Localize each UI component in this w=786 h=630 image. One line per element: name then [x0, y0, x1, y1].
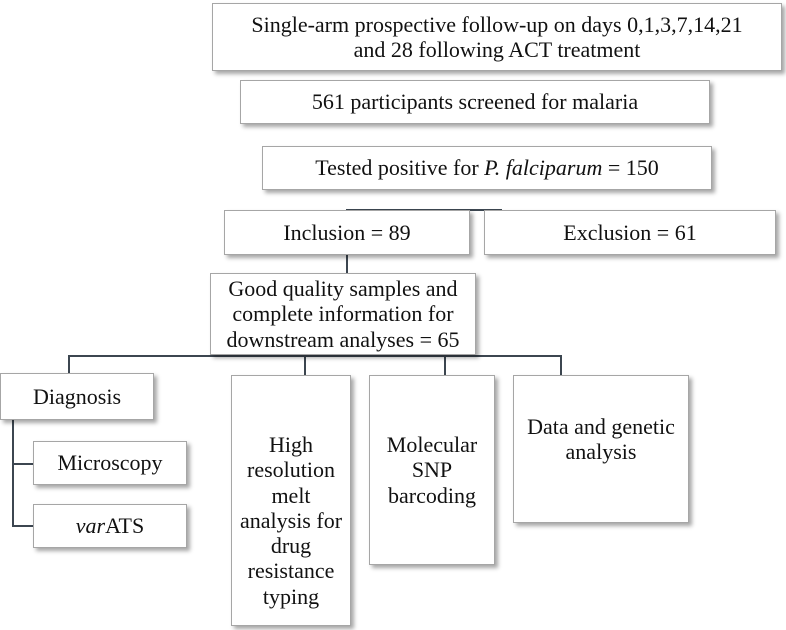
- good-quality-line1: Good quality samples and: [228, 276, 458, 302]
- screened-box: 561 participants screened for malaria: [240, 80, 710, 124]
- data-analysis-box: Data and genetic analysis: [513, 375, 689, 523]
- varats-suffix: ATS: [105, 513, 145, 539]
- exclusion-text: Exclusion = 61: [563, 219, 697, 245]
- connector-branch-data: [560, 355, 562, 375]
- connector-diagnosis-varats: [12, 525, 33, 527]
- varats-prefix: var: [75, 513, 106, 539]
- hrm-line: typing: [262, 583, 320, 609]
- snp-line: Molecular: [386, 432, 478, 457]
- connector-branch-snp: [444, 355, 446, 375]
- good-quality-line3: downstream analyses = 65: [226, 326, 460, 352]
- snp-box: Molecular SNP barcoding: [369, 375, 495, 565]
- hrm-line: analysis for: [239, 507, 343, 533]
- microscopy-box: Microscopy: [33, 441, 187, 485]
- diagnosis-text: Diagnosis: [33, 383, 121, 409]
- snp-line: barcoding: [388, 482, 476, 508]
- tested-positive-suffix: = 150: [602, 155, 659, 181]
- varats-box: varATS: [33, 504, 187, 548]
- connector-inclusion-down: [346, 255, 348, 274]
- good-quality-box: Good quality samples and complete inform…: [210, 273, 476, 355]
- connector-branch-diagnosis: [68, 355, 70, 373]
- hrm-line: melt: [271, 482, 311, 508]
- varats-text: varATS: [76, 513, 144, 538]
- data-analysis-line: analysis: [565, 439, 637, 465]
- hrm-box: High resolution melt analysis for drug r…: [231, 375, 351, 626]
- hrm-line: drug: [270, 533, 312, 559]
- exclusion-box: Exclusion = 61: [484, 210, 776, 255]
- connector-diagnosis-tree: [12, 420, 14, 527]
- tested-positive-species: P. falciparum: [484, 155, 603, 181]
- tested-positive-box: Tested positive for P. falciparum = 150: [262, 146, 712, 190]
- good-quality-line2: complete information for: [232, 301, 454, 327]
- study-design-line1: Single-arm prospective follow-up on days…: [251, 11, 743, 37]
- inclusion-text: Inclusion = 89: [283, 219, 411, 245]
- tested-positive-prefix: Tested positive for: [315, 155, 485, 181]
- data-analysis-line: Data and genetic: [527, 414, 675, 439]
- connector-branch-horizontal: [68, 355, 562, 357]
- hrm-line: resistance: [247, 558, 335, 584]
- study-design-box: Single-arm prospective follow-up on days…: [212, 3, 782, 71]
- snp-line: SNP: [411, 457, 453, 483]
- hrm-line: resolution: [247, 457, 335, 483]
- tested-positive-text: Tested positive for P. falciparum = 150: [315, 155, 659, 180]
- microscopy-text: Microscopy: [57, 450, 163, 476]
- screened-text: 561 participants screened for malaria: [311, 89, 639, 115]
- hrm-line: High: [269, 432, 313, 457]
- diagnosis-box: Diagnosis: [0, 373, 154, 420]
- study-design-line2: and 28 following ACT treatment: [353, 37, 641, 62]
- inclusion-box: Inclusion = 89: [224, 210, 470, 255]
- connector-branch-hrm: [304, 355, 306, 375]
- connector-diagnosis-microscopy: [12, 463, 33, 465]
